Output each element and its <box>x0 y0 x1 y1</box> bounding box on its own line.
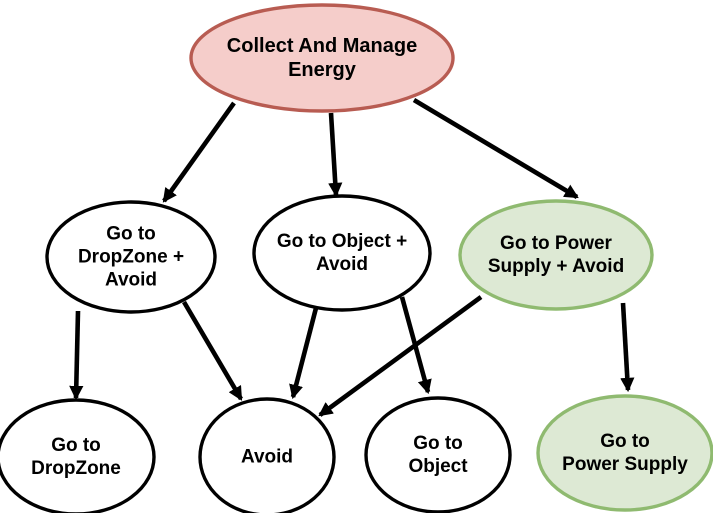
node-go-to-dropzone-avoid-shape <box>45 200 217 314</box>
node-go-to-power-supply-shape <box>536 394 713 512</box>
node-avoid-label: Avoid <box>241 447 293 468</box>
edge-collect-and-manage-energy-to-go-to-power-supply-avoid <box>412 98 579 199</box>
node-collect-and-manage-energy-shape <box>189 3 455 113</box>
edge-collect-and-manage-energy-to-go-to-dropzone-avoid <box>162 101 236 203</box>
node-go-to-dropzone-shape <box>0 398 156 513</box>
edge-go-to-power-supply-avoid-to-go-to-power-supply <box>620 302 635 393</box>
node-go-to-object-avoid-shape <box>252 194 432 312</box>
node-go-to-power-supply-avoid-shape <box>458 199 654 311</box>
node-go-to-object-avoid-label: Go to Object +Avoid <box>277 231 407 275</box>
node-avoid-shape <box>198 397 336 513</box>
edge-go-to-dropzone-avoid-to-avoid <box>182 300 243 401</box>
edge-go-to-power-supply-avoid-to-avoid <box>318 295 483 417</box>
node-avoid: Avoid <box>198 397 336 513</box>
node-go-to-object-avoid: Go to Object +Avoid <box>252 194 432 312</box>
edge-go-to-object-avoid-to-avoid <box>289 307 319 400</box>
edge-go-to-dropzone-avoid-to-go-to-dropzone <box>69 310 84 401</box>
edge-collect-and-manage-energy-to-go-to-object-avoid <box>328 112 343 198</box>
node-go-to-object-shape <box>364 396 512 513</box>
